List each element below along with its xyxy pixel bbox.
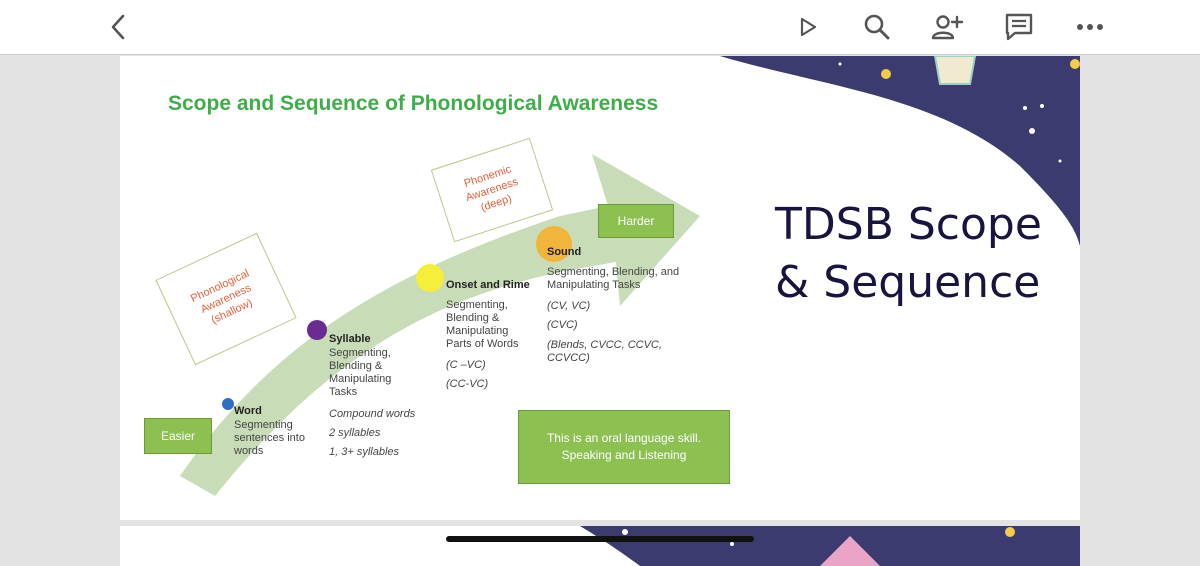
slide-background-shape [720, 56, 1080, 246]
sound-example: (CV, VC) [547, 300, 591, 312]
syllable-desc-line: Segmenting, [329, 347, 391, 359]
chevron-left-icon [111, 14, 125, 40]
share-button[interactable] [928, 8, 966, 46]
onset-rime-examples: (C –VC) (CC-VC) [446, 356, 488, 394]
syllable-desc-line: Tasks [329, 386, 358, 398]
sound-examples: (CV, VC) (CVC) [547, 297, 590, 335]
slide-title-line-1: TDSB Scope [775, 199, 1042, 250]
slide-1[interactable]: Scope and Sequence of Phonological Aware… [120, 56, 1080, 520]
onset-rime-desc-line: Parts of Words [446, 338, 519, 350]
sound-example: (CVC) [547, 319, 578, 331]
search-button[interactable] [858, 8, 896, 46]
syllable-desc-line: Blending & [329, 360, 383, 372]
onset-rime-example: (CC-VC) [446, 378, 489, 390]
easier-label: Easier [144, 418, 212, 454]
oral-line-1: This is an oral language skill. [546, 431, 702, 445]
syllable-dot [307, 320, 327, 340]
sound-title: Sound [547, 246, 582, 258]
syllable-examples: Compound words 2 syllables 1, 3+ syllabl… [329, 405, 415, 462]
onset-rime-desc-line: Segmenting, [446, 299, 508, 311]
sound-desc: Segmenting, Blending, and Manipulating T… [547, 266, 679, 292]
onset-rime-desc-line: Blending & [446, 312, 500, 324]
comments-button[interactable] [1000, 8, 1038, 46]
syllable-desc: Segmenting, Blending & Manipulating Task… [329, 347, 391, 399]
harder-label: Harder [598, 204, 674, 238]
word-desc: Segmenting sentences into words [234, 419, 305, 458]
word-desc-line: Segmenting [234, 419, 293, 431]
onset-rime-example: (C –VC) [446, 359, 486, 371]
search-icon [864, 14, 890, 40]
onset-rime-dot [416, 264, 444, 292]
comment-icon [1005, 13, 1033, 41]
back-button[interactable] [100, 8, 138, 46]
sound-example: (Blends, CVCC, CCVC, [547, 339, 662, 351]
onset-rime-desc: Segmenting, Blending & Manipulating Part… [446, 299, 519, 351]
syllable-example: 1, 3+ syllables [329, 446, 400, 458]
add-person-icon [931, 15, 964, 40]
home-indicator [446, 536, 754, 542]
oral-language-box: This is an oral language skill. Speaking… [518, 410, 730, 484]
sound-blends: (Blends, CVCC, CCVC, CCVCC) [547, 339, 662, 365]
syllable-desc-line: Manipulating [329, 373, 392, 385]
slide-title-line-2: & Sequence [775, 257, 1041, 308]
syllable-example: 2 syllables [329, 427, 381, 439]
present-button[interactable] [789, 8, 827, 46]
diagram-heading: Scope and Sequence of Phonological Aware… [168, 92, 659, 115]
play-icon [800, 17, 817, 37]
sound-example: CCVCC) [547, 352, 590, 364]
oral-line-2: Speaking and Listening [561, 448, 687, 462]
word-title: Word [234, 405, 262, 417]
syllable-example: Compound words [329, 408, 416, 420]
onset-rime-desc-line: Manipulating [446, 325, 509, 337]
slide-2-preview[interactable] [120, 526, 1080, 566]
sound-dot [536, 226, 572, 262]
slide-2-background [580, 526, 1080, 566]
sound-desc-line: Segmenting, Blending, and [547, 266, 680, 278]
more-button[interactable] [1071, 8, 1109, 46]
syllable-title: Syllable [329, 333, 371, 345]
word-desc-line: words [234, 445, 264, 457]
sound-desc-line: Manipulating Tasks [547, 279, 641, 291]
word-dot [222, 398, 234, 410]
top-toolbar [0, 0, 1200, 55]
more-icon [1077, 24, 1103, 30]
slide-title: TDSB Scope & Sequence [775, 196, 1042, 312]
word-desc-line: sentences into [234, 432, 305, 444]
onset-rime-title: Onset and Rime [446, 279, 530, 291]
